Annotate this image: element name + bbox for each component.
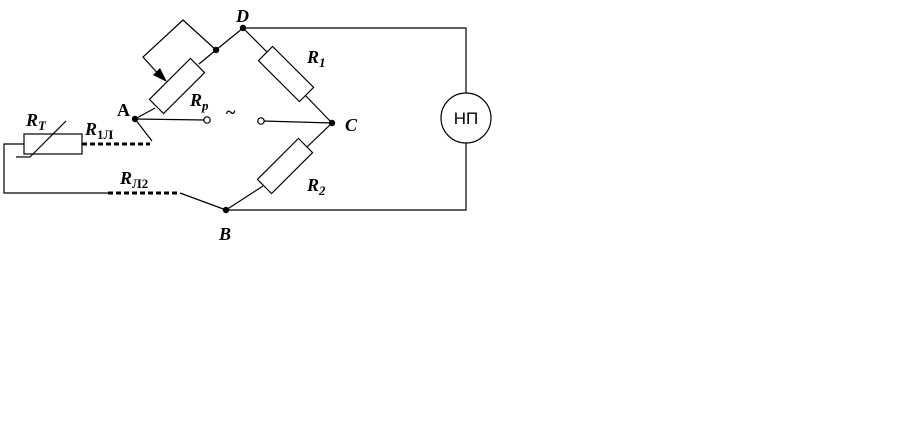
label-rl2: RЛ2 [119, 168, 148, 191]
node-c [328, 119, 336, 127]
resistor-r1 [257, 45, 315, 103]
thermistor-rt [16, 120, 83, 158]
wire-r1-c [304, 94, 333, 124]
wire-d-r1 [242, 27, 269, 54]
label-r1: R1 [306, 47, 326, 70]
label-b: B [218, 224, 231, 244]
label-r2: R2 [306, 175, 326, 198]
null-indicator-meter: НП [440, 92, 492, 144]
nodes [131, 24, 336, 214]
wire-d-to-meter [243, 27, 467, 96]
node-a [131, 115, 139, 123]
wire-left-loop [3, 143, 108, 194]
wire-d-node [215, 27, 244, 51]
wire-meter-to-b [226, 140, 467, 211]
node-upper [212, 46, 220, 54]
wire-rl2-b [179, 192, 227, 211]
wires [3, 19, 467, 211]
supply-terminal-left [203, 116, 211, 124]
slider-lead [142, 19, 217, 78]
wire-node-rp [198, 49, 217, 65]
wire-rp-a [134, 107, 156, 120]
label-rt: RT [25, 110, 47, 133]
label-r1l: R1Л [84, 119, 114, 142]
supply-terminal-right [257, 117, 265, 125]
meter-label: НП [454, 109, 479, 128]
resistor-r2 [256, 137, 314, 195]
wire-r2-b [225, 185, 264, 211]
label-c: C [345, 115, 358, 135]
wire-supply-c [262, 120, 333, 124]
label-rp: Rp [189, 90, 209, 113]
wire-a-supply [134, 118, 206, 121]
label-a: A [117, 100, 130, 120]
wire-c-r2 [306, 122, 333, 148]
wire-a-blade [134, 118, 153, 142]
node-d [239, 24, 247, 32]
label-d: D [235, 6, 249, 26]
slider-arrow-icon [153, 68, 167, 82]
node-b [222, 206, 230, 214]
label-tilde: ~ [226, 102, 236, 122]
resistor-rp [148, 57, 206, 115]
